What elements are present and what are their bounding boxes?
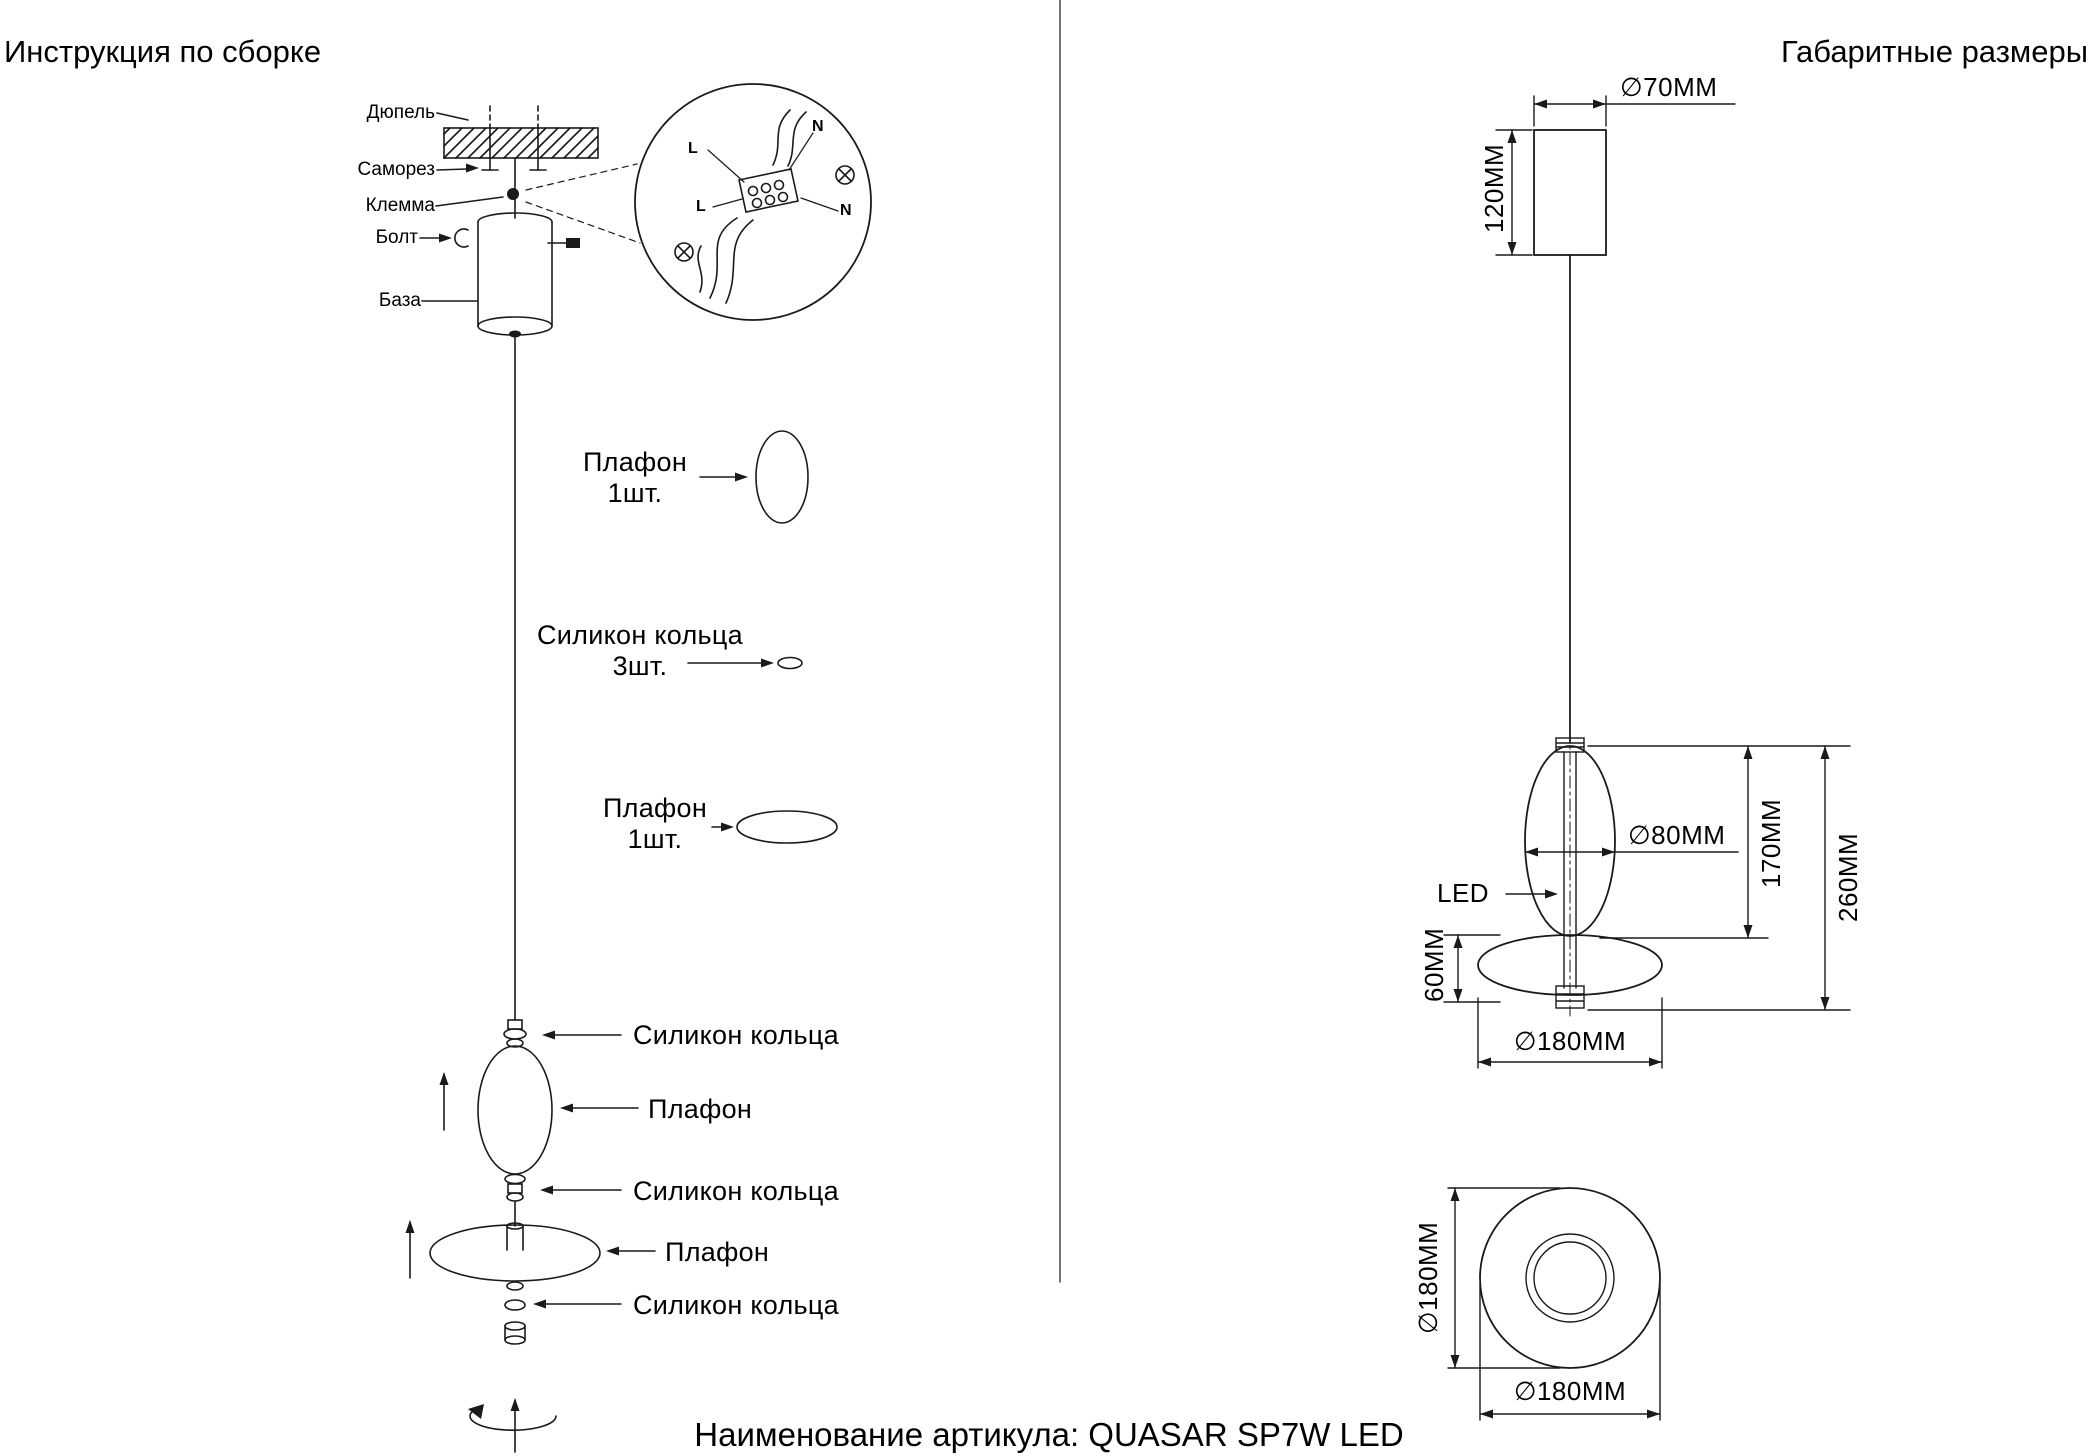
- label-base: База: [378, 290, 421, 311]
- callout-silicone-rings-set: Силикон кольца 3шт.: [520, 620, 760, 682]
- assembly-title: Инструкция по сборке: [4, 34, 322, 69]
- callout-shade-mid-name: Плафон: [602, 793, 708, 823]
- wire-label-l-top: L: [688, 140, 698, 157]
- callout-rings-upper: Силикон кольца: [633, 1020, 840, 1050]
- callout-rings-name: Силикон кольца: [536, 620, 743, 650]
- wire-label-n-bottom: N: [840, 202, 852, 219]
- wire-label-n-top: N: [812, 118, 824, 135]
- callout-shade-mid: Плафон 1шт.: [580, 793, 730, 855]
- label-clamp: Клемма: [365, 195, 435, 216]
- callout-shade-top: Плафон 1шт.: [560, 447, 710, 509]
- label-dowel: Дюпель: [366, 102, 435, 123]
- dim-shade-height: 170MM: [1756, 798, 1786, 888]
- callout-shade-top-name: Плафон: [582, 447, 688, 477]
- dim-disc-height: 60MM: [1419, 927, 1449, 1002]
- dim-shade-diameter: ∅80MM: [1628, 820, 1726, 850]
- callout-rings-middle: Силикон кольца: [633, 1176, 840, 1206]
- callout-shade-lower: Плафон: [665, 1237, 770, 1267]
- dim-top-view-diameter-vertical: ∅180MM: [1413, 1221, 1443, 1334]
- label-screw: Саморез: [357, 159, 435, 180]
- dimensions-title: Габаритные размеры: [1780, 34, 2088, 69]
- callout-rings-lower: Силикон кольца: [633, 1290, 840, 1320]
- article-name-footer: Наименование артикула: QUASAR SP7W LED: [694, 1416, 1404, 1453]
- dim-top-view-diameter-horizontal: ∅180MM: [1513, 1376, 1627, 1406]
- dim-disc-diameter: ∅180MM: [1513, 1026, 1627, 1056]
- dim-canopy-height: 120MM: [1479, 143, 1509, 233]
- dim-canopy-diameter: ∅70MM: [1620, 72, 1718, 102]
- assembly-linework: [405, 83, 872, 1453]
- callout-shade-top-qty: 1шт.: [607, 478, 663, 508]
- dimension-linework: [1443, 95, 1851, 1421]
- wiring-detail-bubble: [525, 83, 872, 321]
- wire-label-l-bottom: L: [696, 198, 706, 215]
- callout-shade-mid-qty: 1шт.: [627, 824, 683, 854]
- callout-shade-upper: Плафон: [648, 1094, 753, 1124]
- label-led: LED: [1437, 878, 1490, 908]
- label-bolt: Болт: [375, 227, 418, 248]
- callout-rings-qty: 3шт.: [612, 651, 668, 681]
- dim-total-height: 260MM: [1833, 832, 1863, 922]
